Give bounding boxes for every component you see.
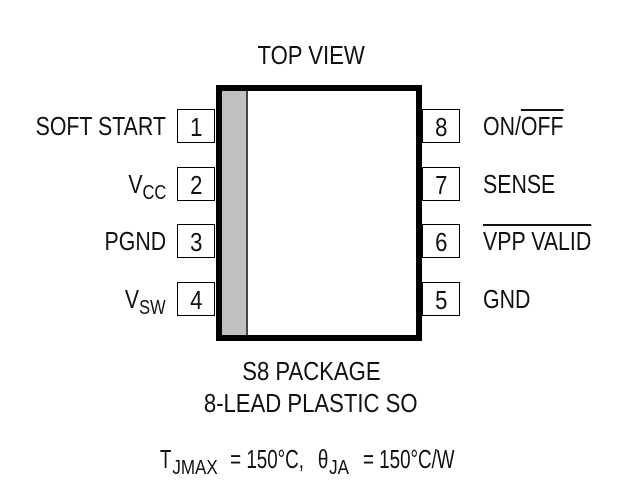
thermal-spec: TJMAX = 150°C, θJA = 150°C/W bbox=[160, 444, 455, 479]
diagram-title: TOP VIEW bbox=[257, 40, 365, 70]
pin-label-7: SENSE bbox=[483, 169, 556, 199]
pin-label-2: VCC bbox=[128, 169, 166, 204]
pin-label-2-wrap: VCC bbox=[0, 167, 166, 204]
pin-label-4-wrap: VSW bbox=[0, 282, 166, 319]
package-name: S8 PACKAGE bbox=[241, 356, 381, 386]
pin-box-4: 4 bbox=[177, 282, 215, 316]
pin-box-2: 2 bbox=[177, 167, 215, 201]
pin-box-8: 8 bbox=[422, 109, 460, 143]
pin-label-4: VSW bbox=[125, 284, 166, 319]
pin-label-1-wrap: SOFT START bbox=[0, 109, 166, 143]
pin-label-5: GND bbox=[483, 284, 531, 314]
pin-box-5: 5 bbox=[422, 282, 460, 316]
pin-label-8: ON/OFF bbox=[483, 111, 564, 141]
pin-box-3: 3 bbox=[177, 224, 215, 258]
ic-package-body bbox=[216, 85, 422, 341]
package-description: 8-LEAD PLASTIC SO bbox=[204, 388, 418, 418]
pin-label-1: SOFT START bbox=[35, 111, 166, 141]
pin-label-3-wrap: PGND bbox=[0, 224, 166, 258]
pin-box-7: 7 bbox=[422, 167, 460, 201]
pin1-indicator-stripe bbox=[222, 91, 248, 335]
pin-label-3: PGND bbox=[104, 226, 166, 256]
pin-box-6: 6 bbox=[422, 224, 460, 258]
pin-label-6: VPP VALID bbox=[483, 226, 592, 256]
pin-box-1: 1 bbox=[177, 109, 215, 143]
